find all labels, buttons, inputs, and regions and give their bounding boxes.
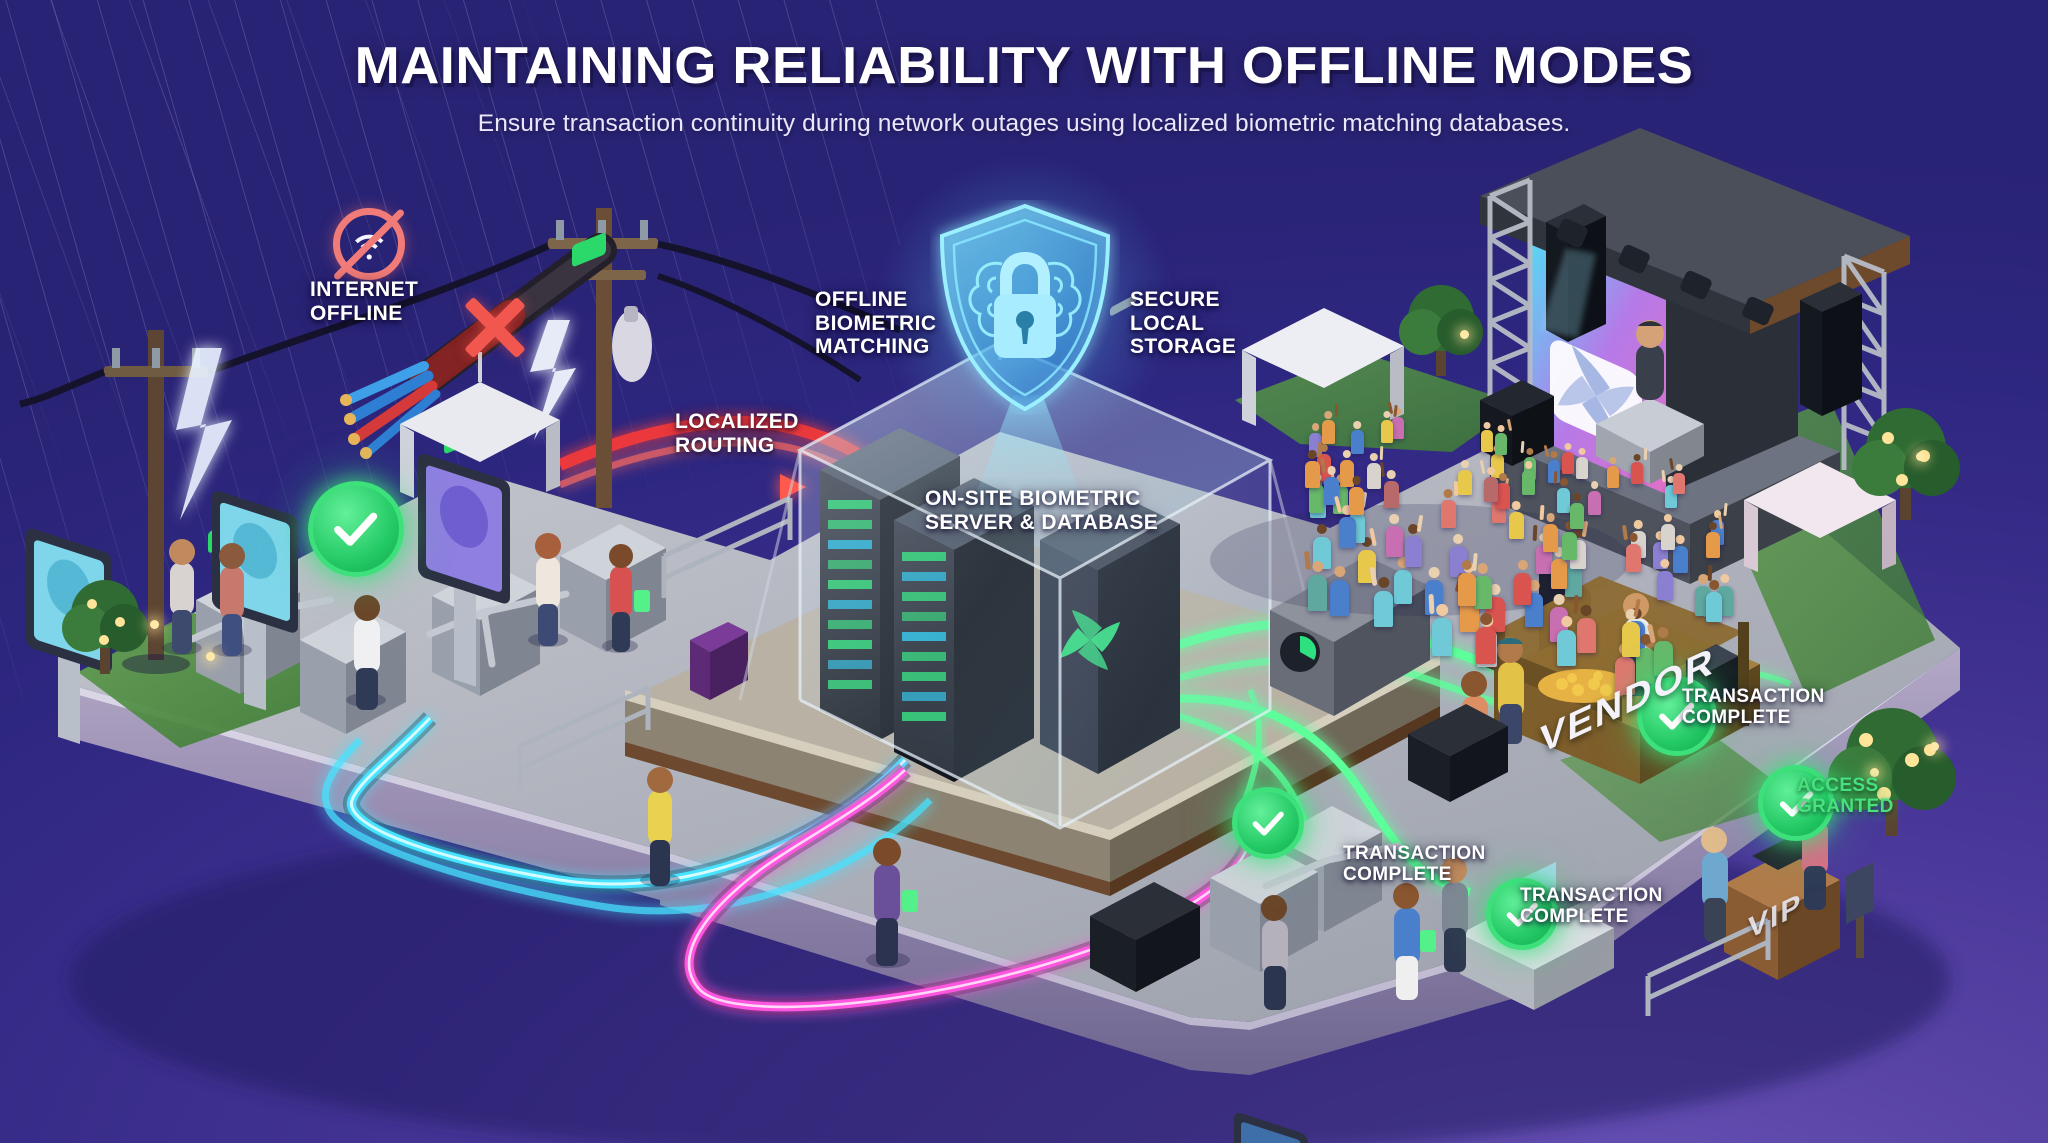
gate-transaction-complete-label: TRANSACTION COMPLETE: [1343, 843, 1486, 886]
biometric-kiosk: [418, 454, 510, 687]
grass-mid: [1235, 352, 1520, 452]
on-site-server-label: ON-SITE BIOMETRIC SERVER & DATABASE: [925, 487, 1159, 534]
power-wire: [657, 240, 902, 334]
gate-check-icon: [1232, 787, 1304, 859]
internet-offline-label: INTERNET OFFLINE: [310, 278, 419, 325]
enclosure-glass-left: [800, 450, 1060, 828]
lightning-bolt: [176, 348, 232, 520]
person: [1701, 827, 1728, 942]
arrow-right-icon: [780, 474, 806, 500]
person: [1393, 883, 1436, 1000]
equipment-case: [1090, 295, 1200, 992]
page-title: MAINTAINING RELIABILITY WITH OFFLINE MOD…: [354, 37, 1694, 95]
cyan-path-secondary: [322, 737, 933, 915]
localized-routing-label: LOCALIZED ROUTING: [675, 410, 799, 457]
kiosk-transaction-complete-label: TRANSACTION COMPLETE: [1520, 885, 1663, 928]
power-wire: [19, 368, 106, 408]
tree: [62, 580, 148, 674]
lightning-bolt: [530, 320, 576, 440]
tent: [1242, 308, 1404, 426]
person: [866, 838, 918, 968]
enclosure-glass-right: [1060, 460, 1270, 828]
power-wire: [657, 273, 862, 383]
access-check-icon: [1758, 765, 1834, 841]
tent: [400, 352, 560, 498]
person: [1497, 637, 1524, 744]
person: [1441, 857, 1468, 972]
person: [162, 539, 202, 655]
kiosk-check-icon: [1486, 878, 1558, 950]
secure-local-storage-label: SECURE LOCAL STORAGE: [1130, 288, 1237, 359]
page-subtitle: Ensure transaction continuity during net…: [477, 110, 1571, 137]
tree: [1399, 285, 1483, 376]
dj-performer: [1596, 320, 1704, 484]
person: [1261, 895, 1288, 1010]
vendor-transaction-complete-label: TRANSACTION COMPLETE: [1682, 686, 1825, 729]
person: [212, 543, 252, 657]
person: [528, 533, 568, 647]
person: [602, 544, 650, 653]
access-granted-label: ACCESS GRANTED: [1797, 775, 1894, 818]
person: [640, 767, 680, 887]
person: [346, 595, 386, 710]
shield-brain-lock-icon: [939, 203, 1111, 412]
offline-biometric-matching-label: OFFLINE BIOMETRIC MATCHING: [815, 288, 937, 359]
dais-edge: [625, 655, 1440, 840]
entry-gate-check-icon: [308, 481, 404, 577]
power-wire: [206, 242, 550, 376]
backup-generator: [1270, 556, 1430, 716]
entry-gate-cluster: [26, 233, 918, 968]
dais-wood-trim-left: [625, 742, 1110, 896]
crowd-barrier: [1645, 917, 1771, 1016]
vendor-check-icon: [1637, 676, 1717, 756]
on-site-server-enclosure: [738, 340, 1332, 830]
cable-fault-x-icon: [458, 290, 532, 364]
equipment-case: [1408, 704, 1508, 802]
no-wifi-icon: [332, 207, 406, 281]
crowd-barrier: [517, 495, 793, 788]
trash-bin: [690, 622, 748, 700]
tree: [1828, 708, 1956, 836]
